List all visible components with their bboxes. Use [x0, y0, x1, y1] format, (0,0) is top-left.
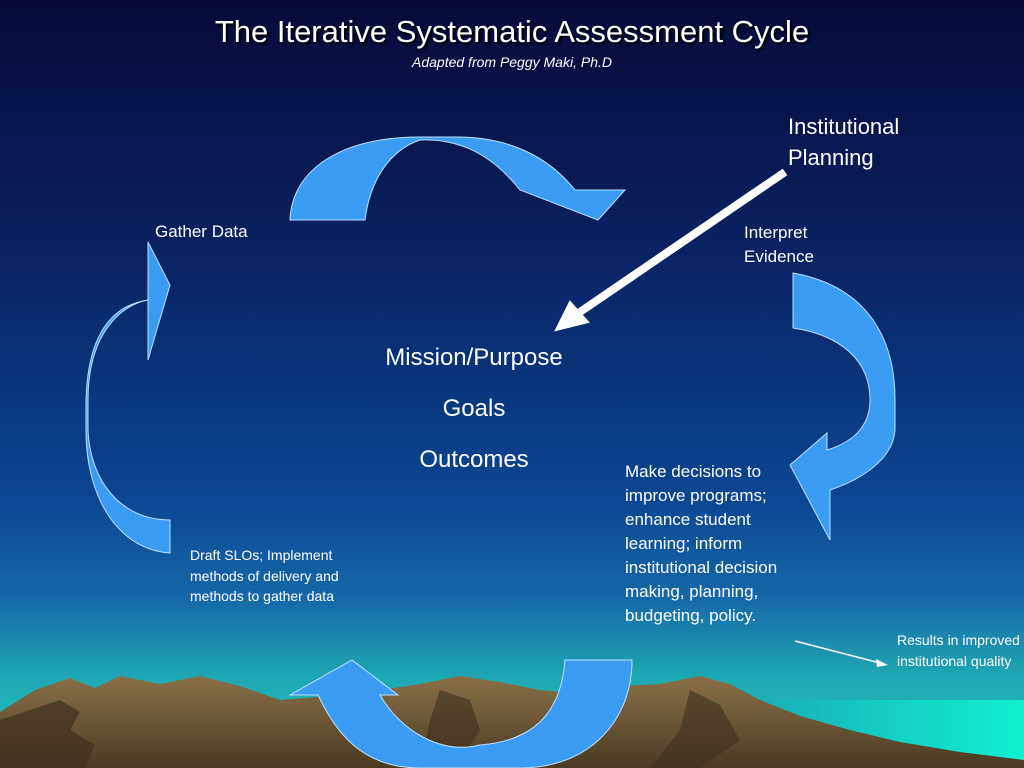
institutional-planning-line1: Institutional: [788, 114, 900, 139]
institutional-planning-label: Institutional Planning: [788, 111, 968, 173]
slide-subtitle: Adapted from Peggy Maki, Ph.D: [412, 54, 612, 70]
results-label: Results in improved institutional qualit…: [897, 632, 1020, 669]
draft-slos-label: Draft SLOs; Implement methods of deliver…: [190, 547, 339, 604]
arrow-top: [289, 136, 627, 221]
center-outcomes: Outcomes: [419, 446, 529, 473]
arrow-bottom: [288, 659, 633, 768]
mountain-range: [0, 676, 1024, 768]
center-block: Mission/Purpose Goals Outcomes: [350, 332, 598, 485]
make-decisions-label: Make decisions to improve programs; enha…: [625, 462, 778, 625]
interpret-evidence-line2: Evidence: [744, 247, 814, 266]
arrow-right: [789, 272, 896, 541]
center-mission: Mission/Purpose: [385, 344, 563, 371]
institutional-planning-line2: Planning: [788, 145, 874, 170]
slide-title: The Iterative Systematic Assessment Cycl…: [214, 14, 810, 49]
arrow-left: [85, 241, 171, 554]
interpret-evidence-label: Interpret Evidence: [744, 221, 864, 269]
gather-data-label: Gather Data: [155, 222, 248, 241]
interpret-evidence-line1: Interpret: [744, 223, 808, 242]
center-goals: Goals: [442, 395, 506, 422]
